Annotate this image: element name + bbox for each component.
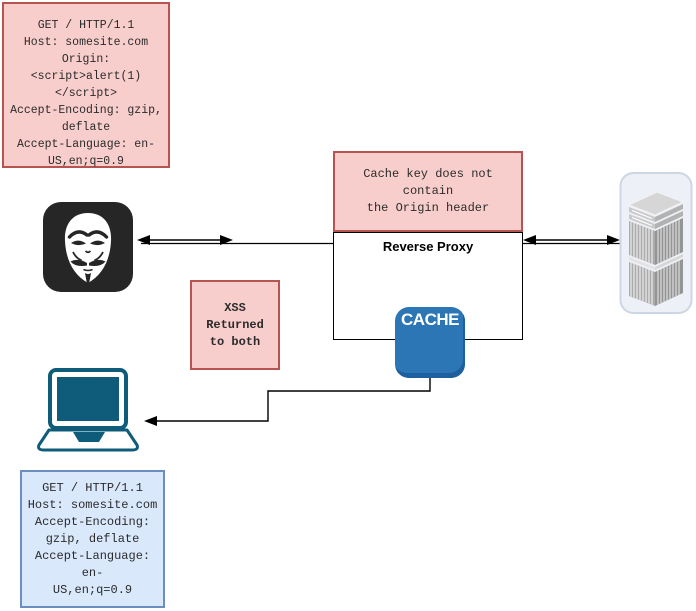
arrowhead-right [220, 235, 233, 245]
xss-returned-note-box: XSS Returned to both [190, 280, 280, 370]
arrowhead-left [137, 235, 150, 245]
reverse-proxy-label: Reverse Proxy [382, 239, 474, 254]
attacker-anonymous-mask-icon [43, 202, 133, 292]
arrowhead-left [523, 235, 536, 245]
attacker-request-box: GET / HTTP/1.1 Host: somesite.com Origin… [2, 2, 170, 168]
victim-laptop-icon [33, 368, 145, 456]
victim-request-box: GET / HTTP/1.1 Host: somesite.com Accept… [20, 470, 165, 608]
arrowhead-left [144, 416, 157, 426]
cache-victim-line [153, 378, 431, 422]
origin-server-rack-icon [619, 171, 693, 317]
cache-key-note-box: Cache key does not contain the Origin he… [333, 151, 523, 232]
cache-label: CACHE [401, 310, 459, 329]
cache-icon: CACHE [395, 307, 465, 378]
